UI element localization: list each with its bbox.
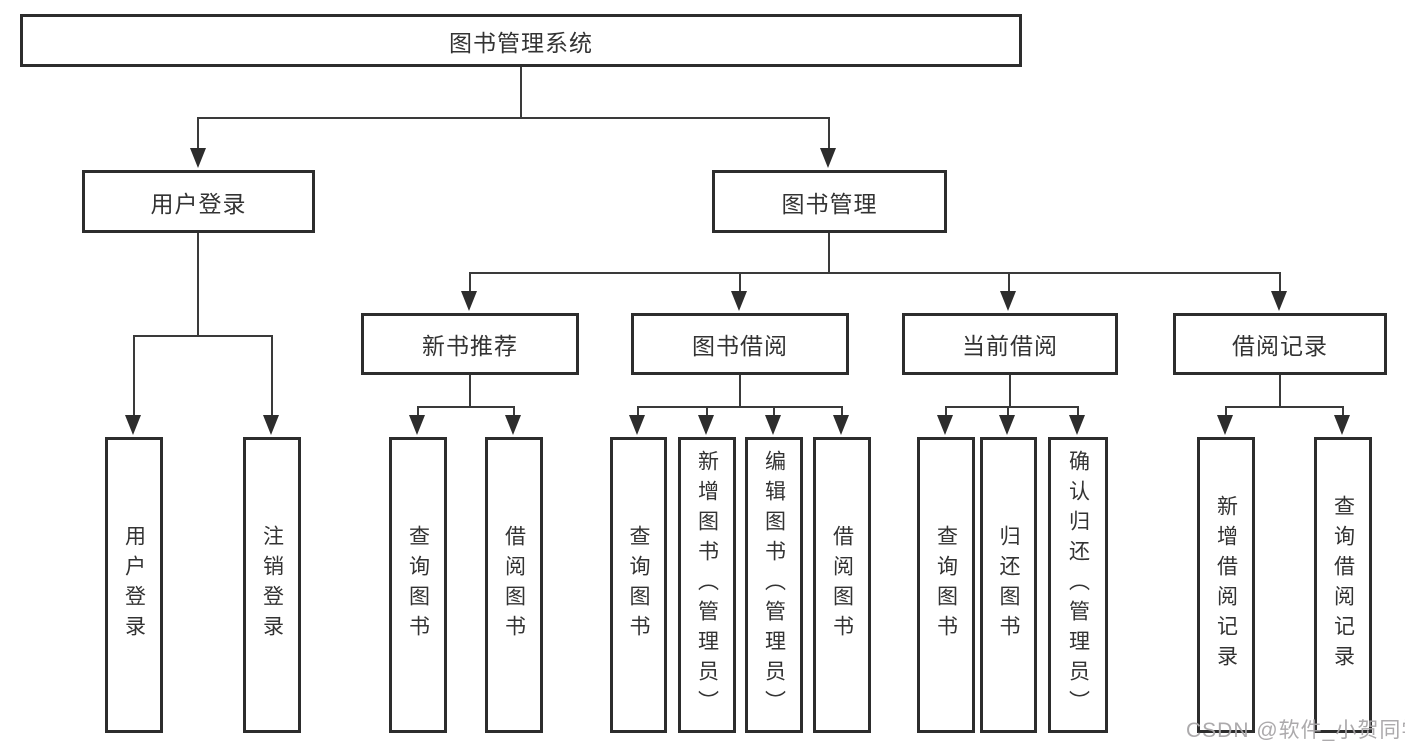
leaf-edit-book-admin: 编辑图书（管理员） [745,437,803,733]
arrow-down-icon [263,415,279,435]
leaf-confirm-return-admin-label: 确认归还（管理员） [1066,450,1090,720]
arrow-down-icon [731,291,747,311]
connector-line [469,272,471,293]
connector-line [1225,406,1344,408]
leaf-return-book-label: 归还图书 [997,525,1020,645]
connector-line [513,406,515,418]
connector-line [469,375,471,408]
leaf-recommend-borrow-books: 借阅图书 [485,437,543,733]
leaf-query-borrow-record: 查询借阅记录 [1314,437,1372,733]
leaf-borrow-query-books-label: 查询图书 [627,525,650,645]
arrow-down-icon [461,291,477,311]
leaf-borrow-book: 借阅图书 [813,437,871,733]
connector-line [773,406,775,418]
leaf-query-borrow-record-label: 查询借阅记录 [1331,495,1355,675]
arrow-down-icon [1334,415,1350,435]
node-book-borrow-label: 图书借阅 [692,333,788,359]
node-current-borrow: 当前借阅 [902,313,1118,375]
arrow-down-icon [1069,415,1085,435]
node-book-borrow: 图书借阅 [631,313,849,375]
arrow-down-icon [1217,415,1233,435]
node-root: 图书管理系统 [20,14,1022,67]
leaf-user-login: 用户登录 [105,437,163,733]
leaf-current-query-books-label: 查询图书 [934,525,958,645]
connector-line [637,406,639,418]
connector-line [945,406,947,418]
leaf-current-query-books: 查询图书 [917,437,975,733]
connector-line [828,117,830,150]
node-root-label: 图书管理系统 [449,29,593,56]
leaf-user-login-label: 用户登录 [122,525,146,645]
leaf-add-book-admin-label: 新增图书（管理员） [695,450,719,720]
arrow-down-icon [937,415,953,435]
connector-line [417,406,515,408]
connector-line [133,335,273,337]
leaf-logout: 注销登录 [243,437,301,733]
leaf-confirm-return-admin: 确认归还（管理员） [1048,437,1108,733]
arrow-down-icon [409,415,425,435]
node-user-login: 用户登录 [82,170,315,233]
connector-line [637,406,843,408]
csdn-watermark: CSDN @软件_小贺同学 [1186,719,1405,742]
node-current-borrow-label: 当前借阅 [962,333,1058,359]
arrow-down-icon [999,415,1015,435]
connector-line [1279,375,1281,408]
connector-line [1008,272,1010,293]
leaf-return-book: 归还图书 [980,437,1037,733]
arrow-down-icon [820,148,836,168]
connector-line [271,335,273,417]
arrow-down-icon [765,415,781,435]
arrow-down-icon [125,415,141,435]
leaf-borrow-book-label: 借阅图书 [830,525,854,645]
connector-line [1007,406,1009,418]
arrow-down-icon [505,415,521,435]
leaf-edit-book-admin-label: 编辑图书（管理员） [762,450,786,720]
leaf-borrow-query-books: 查询图书 [610,437,667,733]
connector-line [945,406,1079,408]
connector-line [520,67,522,118]
connector-line [1342,406,1344,418]
connector-line [1077,406,1079,418]
connector-line [739,375,741,408]
leaf-logout-label: 注销登录 [260,525,284,645]
arrow-down-icon [833,415,849,435]
connector-line [706,406,708,418]
arrow-down-icon [698,415,714,435]
leaf-add-borrow-record: 新增借阅记录 [1197,437,1255,733]
connector-line [841,406,843,418]
connector-line [133,335,135,417]
connector-line [828,233,830,274]
arrow-down-icon [1271,291,1287,311]
connector-line [417,406,419,418]
leaf-recommend-borrow-books-label: 借阅图书 [502,525,526,645]
leaf-add-book-admin: 新增图书（管理员） [678,437,736,733]
arrow-down-icon [629,415,645,435]
leaf-recommend-query-books-label: 查询图书 [406,525,430,645]
node-user-login-label: 用户登录 [150,190,247,217]
connector-line [1279,272,1281,293]
connector-line [739,272,741,293]
node-book-management-label: 图书管理 [781,190,878,217]
leaf-recommend-query-books: 查询图书 [389,437,447,733]
connector-line [197,233,199,336]
leaf-add-borrow-record-label: 新增借阅记录 [1214,495,1238,675]
node-borrow-records: 借阅记录 [1173,313,1387,375]
arrow-down-icon [190,148,206,168]
arrow-down-icon [1000,291,1016,311]
connector-line [469,272,1281,274]
connector-line [1009,375,1011,408]
connector-line [197,117,199,150]
connector-line [197,117,830,119]
connector-line [1225,406,1227,418]
node-book-management: 图书管理 [712,170,947,233]
node-borrow-records-label: 借阅记录 [1232,333,1328,359]
node-new-book-recommend-label: 新书推荐 [422,333,518,359]
node-new-book-recommend: 新书推荐 [361,313,579,375]
